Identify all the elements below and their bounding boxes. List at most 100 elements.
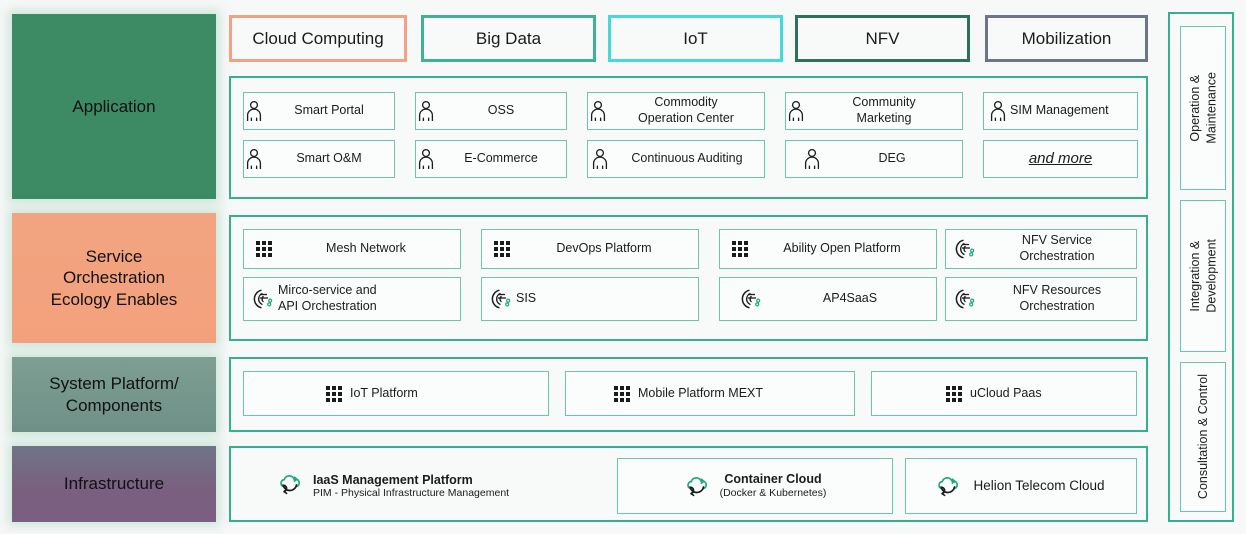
application-item-deg[interactable]: DEG bbox=[785, 140, 963, 178]
orchestration-icon bbox=[740, 288, 764, 310]
service-item-devops-platform[interactable]: DevOps Platform bbox=[481, 229, 699, 269]
application-item-e-commerce[interactable]: E-Commerce bbox=[415, 140, 567, 178]
domain-header-label: NFV bbox=[865, 28, 900, 48]
service-item-label: Mesh Network bbox=[326, 241, 406, 256]
system-item-iot-platform[interactable]: IoT Platform bbox=[243, 371, 549, 416]
application-item-label: Community Marketing bbox=[852, 95, 916, 125]
application-item-label: Smart Portal bbox=[294, 103, 364, 118]
orchestration-icon bbox=[954, 238, 978, 260]
system-platform-panel: IoT Platform Mobile Platform MEXT uCloud… bbox=[229, 357, 1148, 432]
service-item-label: NFV Resources Orchestration bbox=[1012, 283, 1102, 313]
service-item-label: Mirco-service and API Orchestration bbox=[278, 283, 377, 313]
application-item-smart-portal[interactable]: Smart Portal bbox=[243, 92, 395, 130]
application-item-label: SIM Management bbox=[1010, 103, 1109, 118]
person-icon bbox=[802, 148, 822, 170]
domain-header-label: Cloud Computing bbox=[252, 28, 384, 48]
application-item-label: Commodity Operation Center bbox=[638, 95, 734, 125]
infrastructure-item-helion-telecom-cloud[interactable]: Helion Telecom Cloud bbox=[905, 458, 1137, 514]
infrastructure-item-sublabel: (Docker & Kubernetes) bbox=[719, 487, 827, 500]
infrastructure-item-label: IaaS Management Platform bbox=[313, 473, 473, 487]
layer-label-service-text: Service Orchestration Ecology Enables bbox=[50, 247, 178, 309]
service-item-microservice-api-orchestration[interactable]: Mirco-service and API Orchestration bbox=[243, 277, 461, 321]
application-item-label: and more bbox=[1028, 149, 1093, 167]
layer-label-infrastructure-text: Infrastructure bbox=[63, 474, 165, 494]
person-icon bbox=[786, 100, 806, 122]
layer-label-service: Service Orchestration Ecology Enables bbox=[12, 213, 216, 343]
domain-header-label: IoT bbox=[683, 28, 708, 48]
person-icon bbox=[244, 148, 264, 170]
side-rail-panel: Operation & Maintenance Integration & De… bbox=[1168, 12, 1234, 522]
system-item-label: uCloud Paas bbox=[970, 385, 1042, 400]
service-item-ability-open-platform[interactable]: Ability Open Platform bbox=[719, 229, 937, 269]
application-item-sim-management[interactable]: SIM Management bbox=[983, 92, 1138, 130]
application-item-label: Smart O&M bbox=[296, 151, 362, 166]
grid-icon bbox=[494, 241, 510, 257]
service-item-nfv-service-orchestration[interactable]: NFV Service Orchestration bbox=[945, 229, 1137, 269]
grid-icon bbox=[326, 385, 342, 402]
domain-header-cloud-computing[interactable]: Cloud Computing bbox=[229, 15, 407, 62]
domain-header-label: Mobilization bbox=[1021, 28, 1112, 48]
side-rail-label: Integration & Development bbox=[1187, 239, 1218, 313]
domain-header-mobilization[interactable]: Mobilization bbox=[985, 15, 1148, 62]
system-item-label: Mobile Platform MEXT bbox=[638, 385, 764, 400]
side-rail-item-consultation-control[interactable]: Consultation & Control bbox=[1180, 362, 1226, 512]
orchestration-icon bbox=[954, 288, 978, 310]
cloud-icon bbox=[277, 473, 303, 500]
side-rail-label: Operation & Maintenance bbox=[1187, 72, 1218, 144]
application-item-label: OSS bbox=[487, 103, 515, 118]
grid-icon bbox=[256, 241, 272, 257]
infrastructure-item-sublabel: PIM - Physical Infrastructure Management bbox=[313, 487, 510, 499]
service-item-nfv-resources-orchestration[interactable]: NFV Resources Orchestration bbox=[945, 277, 1137, 321]
person-icon bbox=[988, 100, 1008, 122]
infrastructure-panel: IaaS Management Platform PIM - Physical … bbox=[229, 446, 1148, 522]
grid-icon bbox=[732, 241, 748, 257]
domain-header-nfv[interactable]: NFV bbox=[795, 15, 970, 62]
application-item-commodity-operation-center[interactable]: Commodity Operation Center bbox=[587, 92, 765, 130]
service-item-label: Ability Open Platform bbox=[783, 241, 901, 256]
layer-label-system: System Platform/ Components bbox=[12, 357, 216, 432]
layer-label-application: Application bbox=[12, 14, 216, 199]
layer-label-application-text: Application bbox=[72, 96, 156, 116]
service-item-sis[interactable]: SIS bbox=[481, 277, 699, 321]
application-item-oss[interactable]: OSS bbox=[415, 92, 567, 130]
application-item-and-more[interactable]: and more bbox=[983, 140, 1138, 178]
domain-header-label: Big Data bbox=[475, 28, 542, 48]
application-item-label: Continuous Auditing bbox=[631, 151, 743, 166]
system-item-mobile-platform-mext[interactable]: Mobile Platform MEXT bbox=[565, 371, 855, 416]
application-item-continuous-auditing[interactable]: Continuous Auditing bbox=[587, 140, 765, 178]
side-rail-label: Consultation & Control bbox=[1195, 374, 1210, 500]
orchestration-icon bbox=[252, 288, 276, 310]
cloud-icon bbox=[935, 475, 961, 497]
infrastructure-item-container-cloud[interactable]: Container Cloud (Docker & Kubernetes) bbox=[617, 458, 893, 514]
person-icon bbox=[416, 148, 436, 170]
service-item-mesh-network[interactable]: Mesh Network bbox=[243, 229, 461, 269]
person-icon bbox=[244, 100, 264, 122]
service-item-label: NFV Service Orchestration bbox=[1019, 233, 1095, 263]
cloud-icon bbox=[684, 475, 710, 497]
application-item-community-marketing[interactable]: Community Marketing bbox=[785, 92, 963, 130]
service-item-label: SIS bbox=[516, 291, 537, 306]
person-icon bbox=[590, 148, 610, 170]
infrastructure-item-label: Container Cloud bbox=[724, 471, 822, 486]
domain-header-big-data[interactable]: Big Data bbox=[421, 15, 596, 62]
application-panel: Smart Portal OSS Commodity Operation Cen… bbox=[229, 76, 1148, 199]
application-item-smart-om[interactable]: Smart O&M bbox=[243, 140, 395, 178]
infrastructure-item-iaas-management-platform[interactable]: IaaS Management Platform PIM - Physical … bbox=[277, 465, 607, 507]
orchestration-icon bbox=[490, 288, 514, 310]
domain-header-iot[interactable]: IoT bbox=[608, 15, 783, 62]
side-rail-item-integration-development[interactable]: Integration & Development bbox=[1180, 200, 1226, 352]
layer-label-system-text: System Platform/ Components bbox=[49, 374, 179, 415]
service-item-label: AP4SaaS bbox=[822, 291, 878, 306]
service-item-ap4saas[interactable]: AP4SaaS bbox=[719, 277, 937, 321]
layer-label-infrastructure: Infrastructure bbox=[12, 446, 216, 522]
grid-icon bbox=[614, 385, 630, 402]
application-item-label: DEG bbox=[878, 151, 906, 166]
person-icon bbox=[588, 100, 608, 122]
side-rail-item-operation-maintenance[interactable]: Operation & Maintenance bbox=[1180, 26, 1226, 190]
service-orchestration-panel: Mesh Network DevOps Platform Ability Ope… bbox=[229, 215, 1148, 341]
service-item-label: DevOps Platform bbox=[556, 241, 652, 256]
grid-icon bbox=[946, 385, 962, 402]
infrastructure-item-label: Helion Telecom Cloud bbox=[973, 477, 1105, 493]
system-item-ucloud-paas[interactable]: uCloud Paas bbox=[871, 371, 1137, 416]
